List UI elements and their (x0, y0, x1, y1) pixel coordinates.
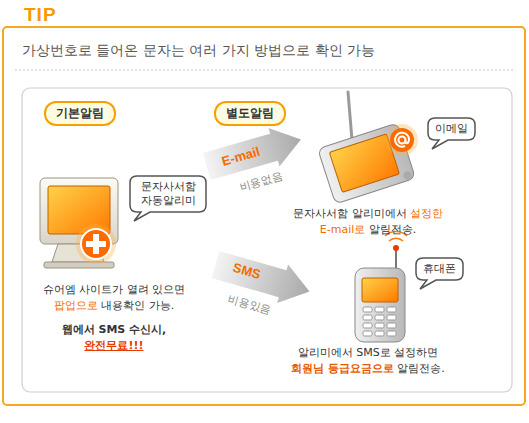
phone-icon (362, 278, 398, 302)
tip-badge: TIP (24, 4, 57, 26)
caption-part: 내용확인 가능. (101, 299, 174, 312)
node-note: 비용있음 (226, 292, 272, 319)
bubble-outline (428, 118, 475, 149)
heading: 가상번호로 들어온 문자는 여러 가지 방법으로 확인 가능 (22, 42, 375, 60)
pda-icon (386, 124, 418, 156)
phone-icon (387, 323, 396, 328)
node-label: 별도알림 (226, 105, 274, 122)
speech-bubble: 휴대폰 (416, 258, 463, 280)
phone-icon (387, 331, 396, 336)
caption-part: 설정한 (410, 207, 443, 220)
caption-part: 알림전송. (369, 223, 417, 236)
phone-icon (363, 323, 372, 328)
caption-part: 팝업으로 (54, 299, 98, 312)
outer-panel (22, 88, 512, 392)
caption-part: 웹에서 SMS 수신시, (62, 323, 167, 336)
phone-icon (355, 232, 407, 342)
caption-line: 팝업으로내용확인 가능. (24, 298, 204, 314)
caption-part: 완전무료!!! (84, 339, 143, 352)
phone-icon (363, 331, 372, 336)
outer-panel (3, 27, 525, 405)
outer-panel (3, 27, 525, 405)
pda-icon (395, 133, 409, 147)
computer-icon (81, 229, 111, 259)
caption-text: 알리미에서 SMS로 설정하면회원님 등급요금으로알림전송. (284, 345, 452, 377)
phone-icon (389, 238, 403, 241)
category-pill: 별도알림 (214, 101, 286, 126)
caption-part: 회원님 등급요금으로 (291, 362, 394, 375)
pda-icon (390, 128, 414, 152)
category-pill: 기본알림 (44, 101, 116, 126)
caption-line: E-mail로알림전송. (292, 222, 444, 238)
speech-bubble: 문자사서함 자동알리미 (130, 176, 206, 212)
phone-icon (355, 268, 405, 342)
phone-icon (375, 307, 384, 312)
bubble-outline (130, 176, 206, 221)
pda-icon (318, 92, 418, 204)
caption-part: 알리미에서 SMS로 설정하면 (298, 346, 438, 359)
phone-icon (375, 323, 384, 328)
node-label: 문자사서함 자동알리미 (137, 180, 199, 208)
pda-icon (348, 92, 352, 140)
phone-icon (387, 315, 396, 320)
arrow-band: SMS비용있음 (203, 245, 317, 334)
caption-line: 완전무료!!! (24, 338, 204, 354)
caption-text: 슈어엠 사이트가 열려 있으면팝업으로내용확인 가능. 웹에서 SMS 수신시, 완… (24, 282, 204, 354)
caption-line: 웹에서 SMS 수신시, (24, 322, 204, 338)
computer-icon (40, 178, 118, 268)
caption-line: 문자사서함 알리미에서설정한 (292, 206, 444, 222)
caption-part: 문자사서함 알리미에서 (293, 207, 407, 220)
node-label: 기본알림 (56, 105, 104, 122)
phone-icon (363, 315, 372, 320)
phone-icon (387, 307, 396, 312)
caption-line: 슈어엠 사이트가 열려 있으면 (24, 282, 204, 298)
computer-icon (86, 241, 106, 247)
node-note: 비용없음 (238, 168, 284, 195)
phone-icon (395, 250, 397, 268)
arrow-shape (201, 120, 315, 209)
caption-text: 문자사서함 알리미에서설정한E-mail로알림전송. (292, 206, 444, 238)
caption-part: 알림전송. (397, 362, 445, 375)
outer-panel (15, 70, 513, 71)
node-label: 이메일 (435, 122, 468, 136)
bubble-outline (416, 258, 463, 289)
pda-icon (318, 123, 416, 204)
arrow-shape (203, 245, 317, 334)
phone-icon (375, 331, 384, 336)
phone-icon (393, 245, 399, 251)
computer-icon (44, 262, 114, 268)
computer-icon (76, 224, 116, 264)
phone-icon (363, 307, 372, 312)
phone-icon (375, 315, 384, 320)
caption-line: 알리미에서 SMS로 설정하면 (284, 345, 452, 361)
speech-bubble: 이메일 (428, 118, 475, 140)
caption-part: 슈어엠 사이트가 열려 있으면 (43, 283, 186, 296)
caption-line: 회원님 등급요금으로알림전송. (284, 361, 452, 377)
pda-icon (318, 123, 416, 204)
pda-icon (399, 137, 406, 144)
caption-part: E-mail로 (320, 223, 366, 236)
node-label: 휴대폰 (423, 262, 456, 276)
pda-icon (402, 170, 412, 180)
arrow-band: E-mail비용없음 (201, 120, 315, 209)
phone-icon (363, 307, 396, 336)
